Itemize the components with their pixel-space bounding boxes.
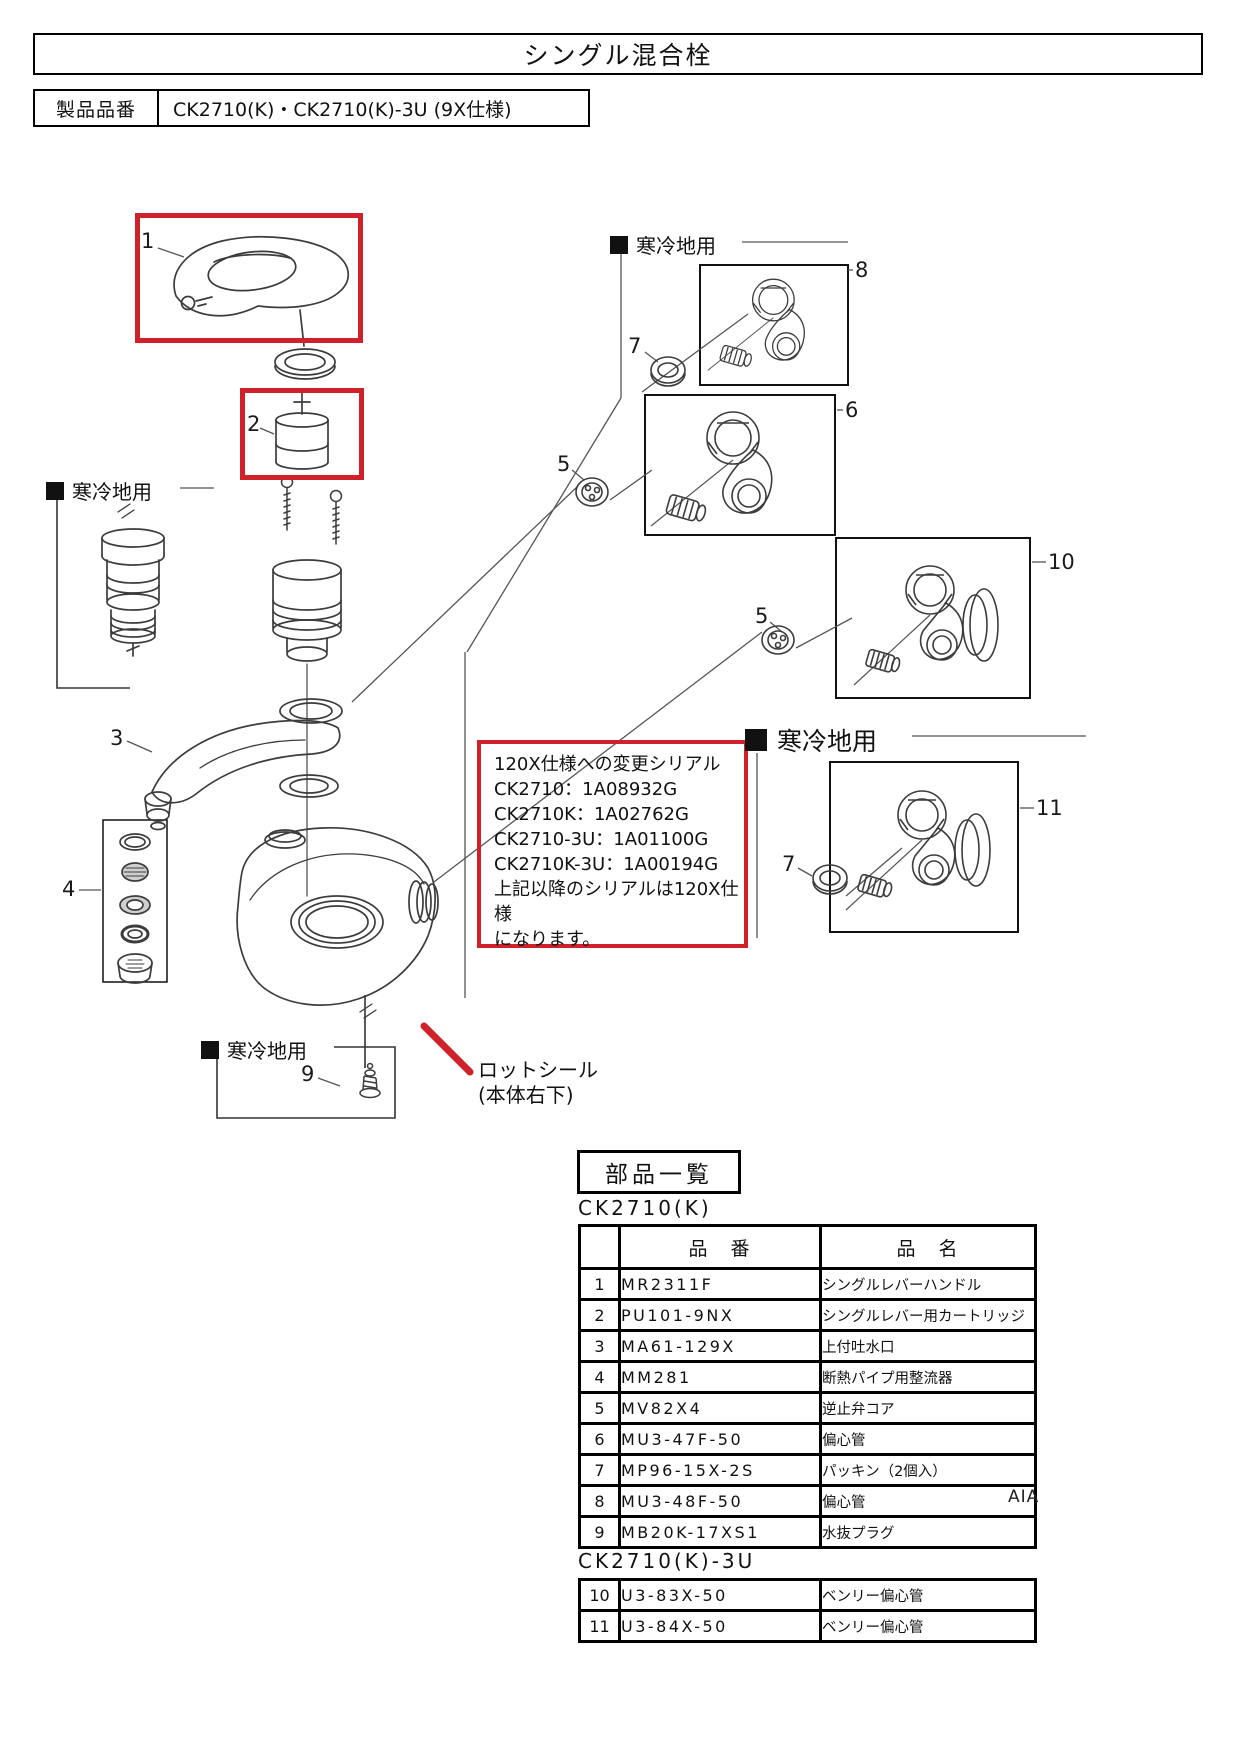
code-header: 品 番 xyxy=(618,1224,822,1270)
part-code: U3-83X-50 xyxy=(618,1578,822,1612)
model-label-1: CK2710(K) xyxy=(578,1196,712,1220)
callout-2: 2 xyxy=(247,412,261,436)
name-header: 品 名 xyxy=(819,1224,1037,1270)
highlight-box-part1 xyxy=(135,213,363,343)
part-name: シングルレバーハンドル xyxy=(819,1267,1037,1301)
serial-note-line: CK2710：1A08932G xyxy=(494,779,678,800)
part-no: 5 xyxy=(578,1391,621,1425)
black-square-icon xyxy=(201,1040,219,1059)
part-name: パッキン（2個入） xyxy=(819,1453,1037,1487)
callout-3: 3 xyxy=(110,726,124,750)
part-name: 水抜プラグ xyxy=(819,1515,1037,1549)
parts-table-header: 品 番 品 名 xyxy=(578,1224,1037,1270)
callout-7a: 7 xyxy=(628,334,642,358)
serial-note-line: 120X仕様への変更シリアル xyxy=(494,754,721,775)
cold-region-label-bottom: 寒冷地用 xyxy=(201,1035,307,1064)
part-code: MU3-48F-50 xyxy=(618,1484,822,1518)
callout-6: 6 xyxy=(845,398,859,422)
black-square-icon xyxy=(610,235,628,254)
serial-note-line: になります。 xyxy=(494,929,601,950)
part-no: 10 xyxy=(578,1578,621,1612)
cold-region-label-top: 寒冷地用 xyxy=(610,230,716,259)
callout-11: 11 xyxy=(1036,796,1063,820)
part-name: 偏心管 xyxy=(819,1484,1037,1518)
callout-9: 9 xyxy=(301,1062,315,1086)
cold-region-label-section: 寒冷地用 xyxy=(745,722,877,758)
black-square-icon xyxy=(46,481,64,500)
part-code: U3-84X-50 xyxy=(618,1609,822,1643)
model-label-2: CK2710(K)-3U xyxy=(578,1549,756,1573)
serial-note-line: 上記以降のシリアルは120X仕様 xyxy=(494,879,739,925)
page-title: シングル混合栓 xyxy=(33,33,1203,75)
serial-change-note: 120X仕様への変更シリアル CK2710：1A08932G CK2710K：1… xyxy=(477,740,748,950)
part-no: 4 xyxy=(578,1360,621,1394)
product-number-value: CK2710(K)・CK2710(K)-3U (9X仕様) xyxy=(173,98,512,121)
part-no: 7 xyxy=(578,1453,621,1487)
part-name: ベンリー偏心管 xyxy=(819,1578,1037,1612)
part-code: MR2311F xyxy=(618,1267,822,1301)
cold-region-label-left: 寒冷地用 xyxy=(46,476,152,505)
callout-5b: 5 xyxy=(755,604,769,628)
corner-cell xyxy=(578,1224,621,1270)
callout-5a: 5 xyxy=(557,452,571,476)
lot-seal-sub: (本体右下) xyxy=(478,1083,574,1107)
product-number-box: 製品品番 CK2710(K)・CK2710(K)-3U (9X仕様) xyxy=(33,89,590,127)
black-square-icon xyxy=(745,729,767,751)
part-name: ベンリー偏心管 xyxy=(819,1609,1037,1643)
serial-note-line: CK2710K-3U：1A00194G xyxy=(494,854,719,875)
serial-note-line: CK2710-3U：1A01100G xyxy=(494,829,709,850)
parts-list-title: 部品一覧 xyxy=(577,1150,741,1194)
part-no: 1 xyxy=(578,1267,621,1301)
part-name: 偏心管 xyxy=(819,1422,1037,1456)
part-code: MU3-47F-50 xyxy=(618,1422,822,1456)
serial-note-line: CK2710K：1A02762G xyxy=(494,804,689,825)
part-code: PU101-9NX xyxy=(618,1298,822,1332)
part-no: 3 xyxy=(578,1329,621,1363)
part-no: 11 xyxy=(578,1609,621,1643)
callout-1: 1 xyxy=(141,229,155,253)
callout-7b: 7 xyxy=(782,852,796,876)
part-no: 6 xyxy=(578,1422,621,1456)
part-code: MM281 xyxy=(618,1360,822,1394)
part-name: シングルレバー用カートリッジ xyxy=(819,1298,1037,1332)
callout-4: 4 xyxy=(62,877,76,901)
part-name: 断熱パイプ用整流器 xyxy=(819,1360,1037,1394)
part-code: MV82X4 xyxy=(618,1391,822,1425)
callout-10: 10 xyxy=(1048,550,1075,574)
lot-seal-note: ロットシール (本体右下) xyxy=(478,1058,598,1108)
part-code: MA61-129X xyxy=(618,1329,822,1363)
part-code: MB20K-17XS1 xyxy=(618,1515,822,1549)
highlight-box-part2 xyxy=(240,388,364,480)
lot-seal-label: ロットシール xyxy=(478,1058,598,1082)
part-no: 2 xyxy=(578,1298,621,1332)
product-number-label: 製品品番 xyxy=(35,91,159,125)
part-name: 上付吐水口 xyxy=(819,1329,1037,1363)
footer-code: AIA xyxy=(1008,1487,1040,1507)
lot-seal-arrow xyxy=(420,1022,474,1076)
part-code: MP96-15X-2S xyxy=(618,1453,822,1487)
part-no: 8 xyxy=(578,1484,621,1518)
callout-8: 8 xyxy=(855,258,869,282)
part-name: 逆止弁コア xyxy=(819,1391,1037,1425)
part-no: 9 xyxy=(578,1515,621,1549)
